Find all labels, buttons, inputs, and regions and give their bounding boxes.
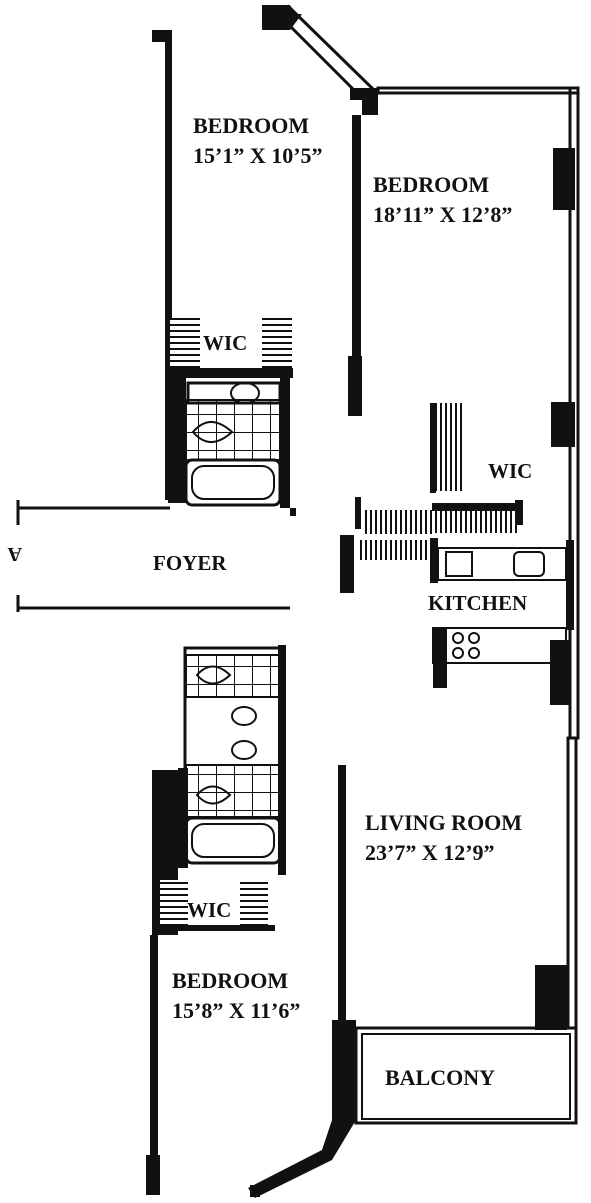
balcony-label: BALCONY [385,1065,495,1090]
wic-bottom-label: WIC [187,898,231,922]
walls-bottom-bedroom [146,765,356,1198]
entry-marker: A [7,543,22,565]
bath-bottom [178,645,286,875]
living-room-dims: 23’7” X 12’9” [365,840,495,865]
bedroom-bottom-dims: 15’8” X 11’6” [172,998,300,1023]
wic-right-label: WIC [488,459,532,483]
bedroom-top-left-name: BEDROOM [193,113,309,138]
walls-top-left-bedroom [152,4,378,500]
kitchen-label: KITCHEN [428,591,527,615]
bath-top-left [168,378,290,508]
wic-top-left-area [168,318,293,378]
bedroom-bottom-name: BEDROOM [172,968,288,993]
bedroom-top-left-dims: 15’1” X 10’5” [193,143,323,168]
bedroom-top-right-dims: 18’11” X 12’8” [373,202,512,227]
bedroom-top-right-name: BEDROOM [373,172,489,197]
foyer-label: FOYER [153,551,227,575]
living-room-name: LIVING ROOM [365,810,522,835]
kitchen-fixtures [360,538,574,705]
walls-living-balcony [354,736,578,1125]
foyer-walls [16,500,354,612]
wic-top-left-label: WIC [203,331,247,355]
walls-right-bedroom [355,86,580,740]
